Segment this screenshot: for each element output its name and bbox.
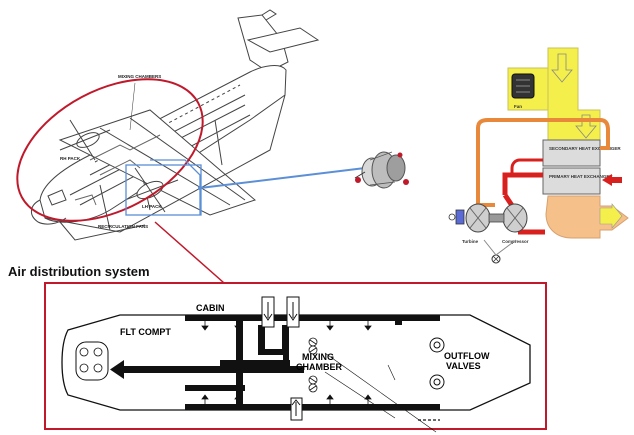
- section-title: Air distribution system: [8, 264, 150, 279]
- label-mixing-chambers: MIXING CHAMBERS: [118, 74, 161, 79]
- label-rh-pack: RH PACK: [60, 156, 81, 161]
- label-cabin: CABIN: [196, 303, 225, 313]
- label-outflow: OUTFLOW: [444, 351, 490, 361]
- compressor: [502, 203, 528, 233]
- pack-schematic: Fan SECONDARY HEAT EXCHANGER PRIMARY HEA…: [448, 47, 629, 264]
- mixing-chamber-fans: [308, 337, 318, 393]
- label-flt-compt: FLT COMPT: [120, 327, 171, 337]
- horizontal-tail: [246, 27, 320, 53]
- main-distribution-duct: [220, 315, 402, 404]
- turbine: [465, 203, 491, 233]
- label-secondary-hx-text: SECONDARY HEAT EXCHANGER: [549, 146, 621, 151]
- air-cycle-machine-icon: [354, 151, 409, 189]
- aircraft-illustration: [31, 9, 320, 241]
- label-valves: VALVES: [446, 361, 481, 371]
- fuselage-outline: [61, 314, 531, 411]
- label-fan: Fan: [514, 104, 522, 109]
- label-mixing: MIXING: [302, 352, 334, 362]
- highlight-ellipse: [16, 78, 204, 222]
- label-recirculation-fans: RECIRCULATION FANS: [98, 224, 148, 229]
- primary-heat-exchanger: [542, 167, 601, 195]
- pack-supply-inlets: [261, 296, 303, 421]
- callout-line: [154, 221, 233, 291]
- forward-flow-arrow: [110, 360, 124, 379]
- forward-duct: [122, 366, 236, 373]
- pack-zone-marker: [125, 159, 202, 216]
- cabin-ducts: [185, 315, 440, 410]
- label-primary-hx: PRIMARY HEAT EXCHANGER: [549, 174, 613, 179]
- secondary-heat-exchanger: [542, 139, 601, 167]
- flight-deck-panel: [75, 341, 109, 381]
- outflow-valves: [429, 337, 445, 390]
- label-turbine: Turbine: [462, 239, 479, 244]
- label-lh-pack: LH PACK: [142, 204, 162, 209]
- label-chamber: CHAMBER: [296, 362, 342, 372]
- hot-air-pipe: [476, 118, 610, 207]
- connector-line: [199, 167, 366, 189]
- label-compressor: Compressor: [502, 239, 529, 244]
- callout-pointer: [324, 352, 437, 433]
- label-secondary-hx: SECONDARY HEAT EXCHANGER: [549, 146, 621, 151]
